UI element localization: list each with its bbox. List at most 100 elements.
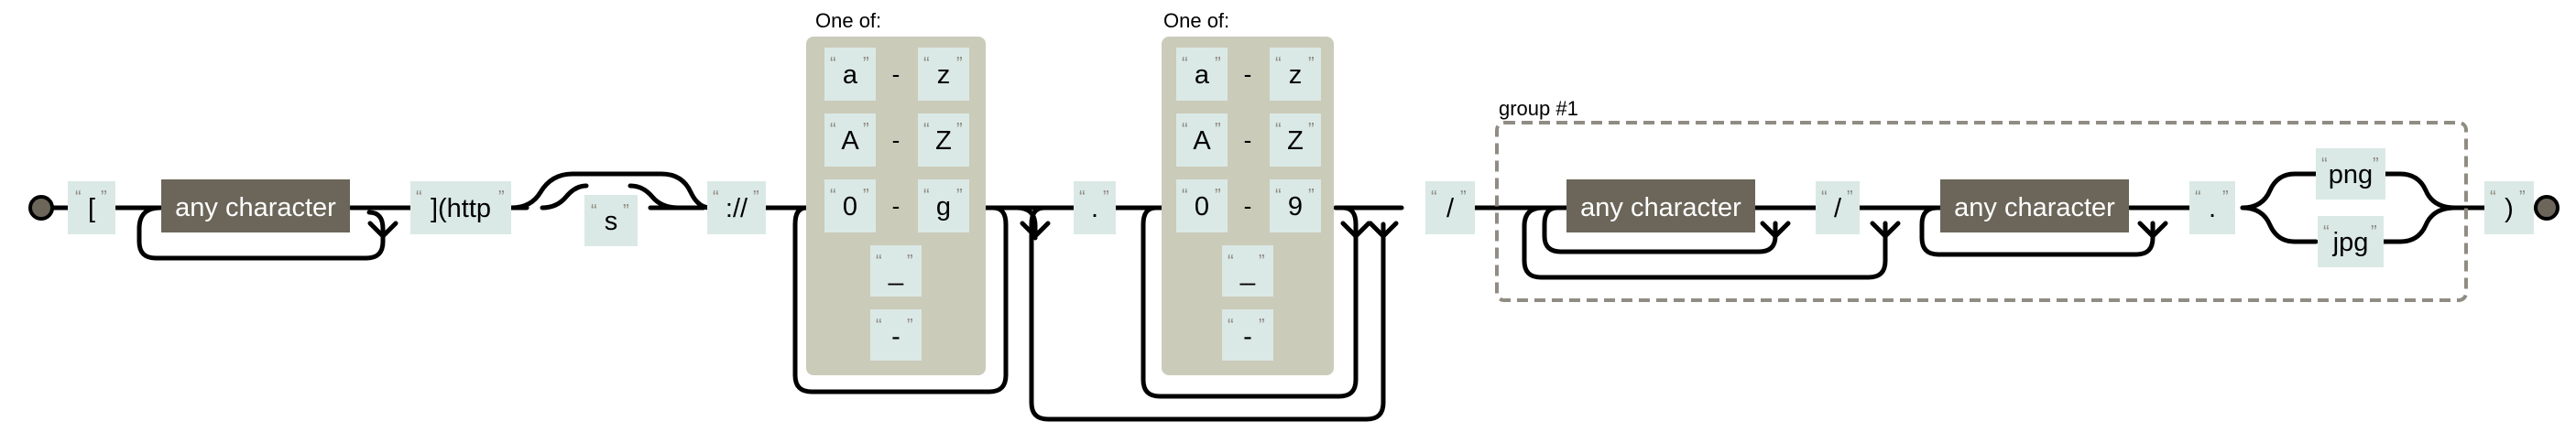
svg-text:Z: Z	[1287, 126, 1304, 156]
svg-text:“: “	[2490, 188, 2496, 208]
svg-text:”: ”	[907, 316, 913, 336]
svg-text:s: s	[605, 207, 618, 236]
literal-underscore-2: “ _ ”	[1222, 245, 1273, 297]
svg-text:”: ”	[1847, 188, 1853, 208]
svg-text:“: “	[1079, 188, 1086, 208]
svg-text:“: “	[1275, 186, 1282, 206]
literal-close-paren-http: “ ](http ”	[410, 181, 511, 234]
svg-text:“: “	[1431, 188, 1437, 208]
svg-text:0: 0	[1195, 192, 1209, 222]
svg-text:://: ://	[726, 194, 748, 223]
end-anchor	[2534, 195, 2560, 221]
svg-text:”: ”	[1215, 54, 1221, 74]
svg-text:any character: any character	[1580, 193, 1741, 222]
svg-text:-: -	[1244, 126, 1252, 154]
svg-text:”: ”	[1215, 120, 1221, 140]
svg-text:”: ”	[2519, 188, 2526, 208]
svg-text:-: -	[1243, 322, 1252, 351]
range-A-Z: “ A ” - “ Z ”	[824, 113, 969, 167]
svg-text:“: “	[713, 188, 719, 208]
svg-text:“: “	[2195, 188, 2201, 208]
svg-text:”: ”	[863, 120, 869, 140]
svg-text:g: g	[936, 192, 951, 222]
char-set-2: “ a ” - “ z ” “ A ” - “ Z ” “ 0 ” - “	[1162, 37, 1334, 375]
svg-text:“: “	[1821, 188, 1828, 208]
svg-text:_: _	[1239, 257, 1256, 286]
svg-text:any character: any character	[175, 193, 336, 222]
svg-text:”: ”	[1259, 252, 1265, 272]
start-anchor	[28, 195, 54, 221]
svg-text:-: -	[892, 192, 901, 220]
svg-text:.: .	[2209, 194, 2216, 223]
svg-text:”: ”	[753, 188, 759, 208]
svg-text:Z: Z	[935, 126, 952, 156]
literal-slash: “ / ”	[1425, 181, 1475, 234]
literal-dot-1: “ . ”	[1074, 181, 1116, 234]
literal-slash-2: “ / ”	[1816, 181, 1860, 234]
svg-text:-: -	[892, 126, 901, 154]
svg-text:-: -	[892, 60, 901, 88]
svg-text:“: “	[830, 186, 836, 206]
svg-text:.: .	[1091, 194, 1098, 223]
svg-text:z: z	[937, 60, 951, 90]
connector-paths	[50, 171, 2536, 422]
svg-text:”: ”	[2373, 155, 2379, 175]
svg-text:“: “	[1228, 316, 1234, 336]
svg-text:“: “	[923, 120, 930, 140]
svg-text:”: ”	[101, 188, 107, 208]
literal-underscore: “ _ ”	[870, 245, 922, 297]
svg-text:”: ”	[1259, 316, 1265, 336]
literal-open-bracket: “ [ ”	[68, 181, 115, 234]
svg-text:“: “	[1182, 54, 1188, 74]
svg-text:0: 0	[843, 192, 857, 222]
literal-jpg: “ jpg ”	[2318, 216, 2384, 267]
svg-text:](http: ](http	[431, 194, 491, 223]
svg-text:): )	[2505, 194, 2514, 223]
svg-text:“: “	[2323, 222, 2330, 243]
svg-text:”: ”	[956, 186, 963, 206]
group-1-box	[1495, 121, 2468, 302]
svg-text:”: ”	[1215, 186, 1221, 206]
svg-text:”: ”	[1460, 188, 1467, 208]
range-0-9: “ 0 ” - “ 9 ”	[1176, 179, 1321, 232]
svg-text:jpg: jpg	[2332, 228, 2369, 257]
svg-text:“: “	[876, 316, 882, 336]
svg-text:”: ”	[863, 186, 869, 206]
svg-text:”: ”	[1308, 54, 1315, 74]
one-of-label-2: One of:	[1163, 9, 1229, 32]
svg-text:“: “	[923, 186, 930, 206]
group-label: group #1	[1499, 97, 1578, 120]
char-set-1: “ a ” - “ z ” “ A ” - “ Z ” “ 0 ” - “	[806, 37, 986, 375]
svg-text:”: ”	[498, 188, 505, 208]
svg-text:9: 9	[1288, 192, 1303, 222]
svg-text:-: -	[1244, 60, 1252, 88]
range-a-z-2: “ a ” - “ z ”	[1176, 48, 1321, 101]
svg-text:“: “	[1182, 120, 1188, 140]
svg-text:”: ”	[623, 201, 629, 222]
svg-text:“: “	[1275, 120, 1282, 140]
svg-text:z: z	[1289, 60, 1303, 90]
svg-text:”: ”	[863, 54, 869, 74]
svg-text:a: a	[843, 60, 858, 90]
svg-text:[: [	[88, 194, 95, 223]
svg-text:”: ”	[956, 54, 963, 74]
literal-dot-2: “ . ”	[2189, 181, 2235, 234]
literal-s: “ s ”	[584, 195, 638, 246]
svg-text:“: “	[416, 188, 422, 208]
svg-text:_: _	[888, 257, 904, 286]
svg-text:“: “	[830, 120, 836, 140]
svg-text:“: “	[2321, 155, 2328, 175]
svg-text:any character: any character	[1954, 193, 2115, 222]
literal-scheme-separator: “ :// ”	[707, 181, 766, 234]
svg-text:”: ”	[2222, 188, 2229, 208]
range-a-z: “ a ” - “ z ”	[824, 48, 969, 101]
svg-text:a: a	[1195, 60, 1210, 90]
svg-text:“: “	[876, 252, 882, 272]
svg-text:A: A	[1193, 126, 1211, 156]
svg-text:”: ”	[1308, 120, 1315, 140]
svg-text:/: /	[1834, 194, 1842, 223]
svg-text:”: ”	[907, 252, 913, 272]
literal-png: “ png ”	[2316, 148, 2385, 200]
literal-close-paren: “ ) ”	[2484, 181, 2534, 234]
